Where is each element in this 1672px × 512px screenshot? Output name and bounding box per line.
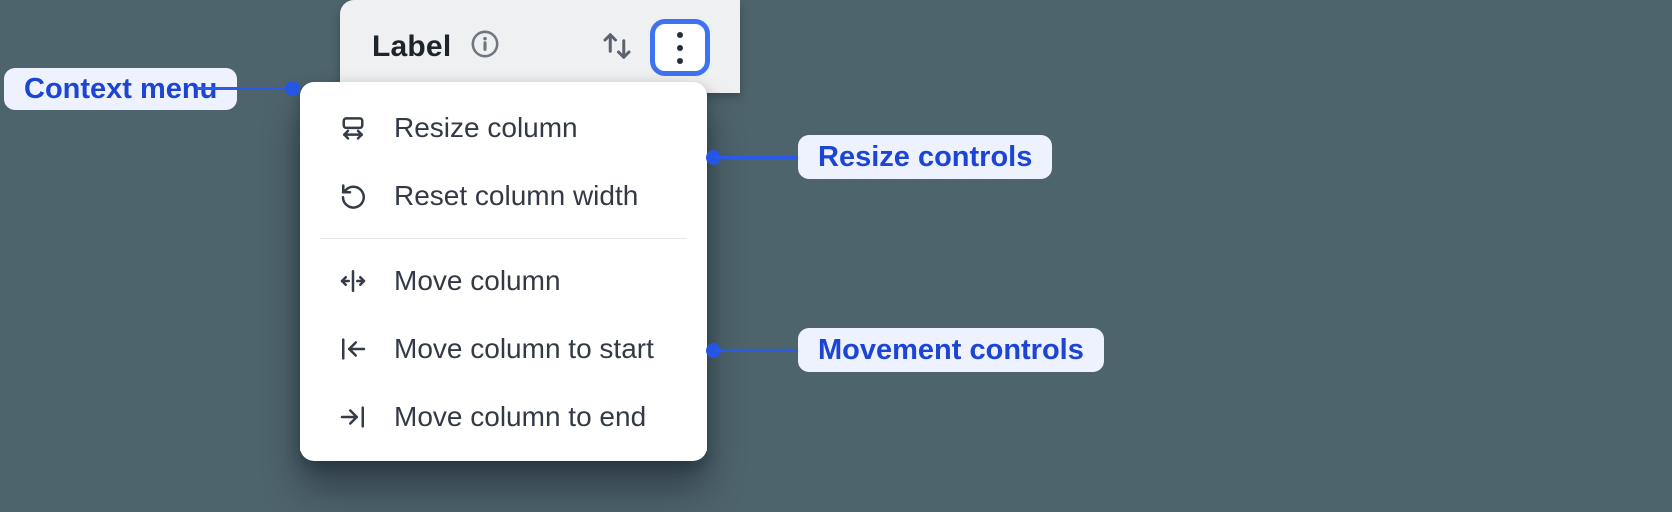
connector-dot bbox=[706, 150, 721, 165]
menu-item-label: Move column to start bbox=[394, 333, 654, 364]
menu-item-move-column-to-end[interactable]: Move column to end bbox=[300, 383, 707, 451]
reset-column-width-icon bbox=[341, 184, 365, 209]
connector-line bbox=[714, 349, 798, 352]
move-column-to-start-icon bbox=[341, 338, 366, 360]
menu-item-reset-column-width[interactable]: Reset column width bbox=[300, 162, 707, 230]
menu-item-label: Move column to end bbox=[394, 401, 647, 432]
annotation-context-menu: Context menu bbox=[4, 68, 238, 110]
info-icon[interactable] bbox=[468, 27, 502, 61]
connector-dot bbox=[285, 81, 300, 96]
connector-line bbox=[196, 87, 288, 90]
column-header: Label bbox=[340, 0, 740, 93]
menu-item-label: Resize column bbox=[394, 112, 578, 143]
menu-item-move-column-to-start[interactable]: Move column to start bbox=[300, 315, 707, 383]
menu-item-resize-column[interactable]: Resize column bbox=[300, 94, 707, 162]
connector-dot bbox=[706, 343, 721, 358]
menu-item-label: Reset column width bbox=[394, 180, 639, 211]
menu-divider bbox=[320, 238, 687, 239]
context-menu: Resize column Reset column width Move co… bbox=[300, 82, 707, 461]
more-options-button[interactable] bbox=[650, 19, 710, 76]
resize-column-icon bbox=[342, 117, 364, 140]
column-header-title: Label bbox=[372, 29, 452, 63]
sort-icon[interactable] bbox=[599, 28, 635, 64]
connector-line bbox=[714, 156, 798, 159]
annotation-resize-controls: Resize controls bbox=[798, 135, 1053, 179]
move-column-icon bbox=[340, 269, 366, 292]
annotation-movement-controls: Movement controls bbox=[798, 328, 1104, 372]
move-column-to-end-icon bbox=[340, 406, 364, 428]
menu-item-label: Move column bbox=[394, 265, 561, 296]
menu-item-move-column[interactable]: Move column bbox=[300, 247, 707, 315]
